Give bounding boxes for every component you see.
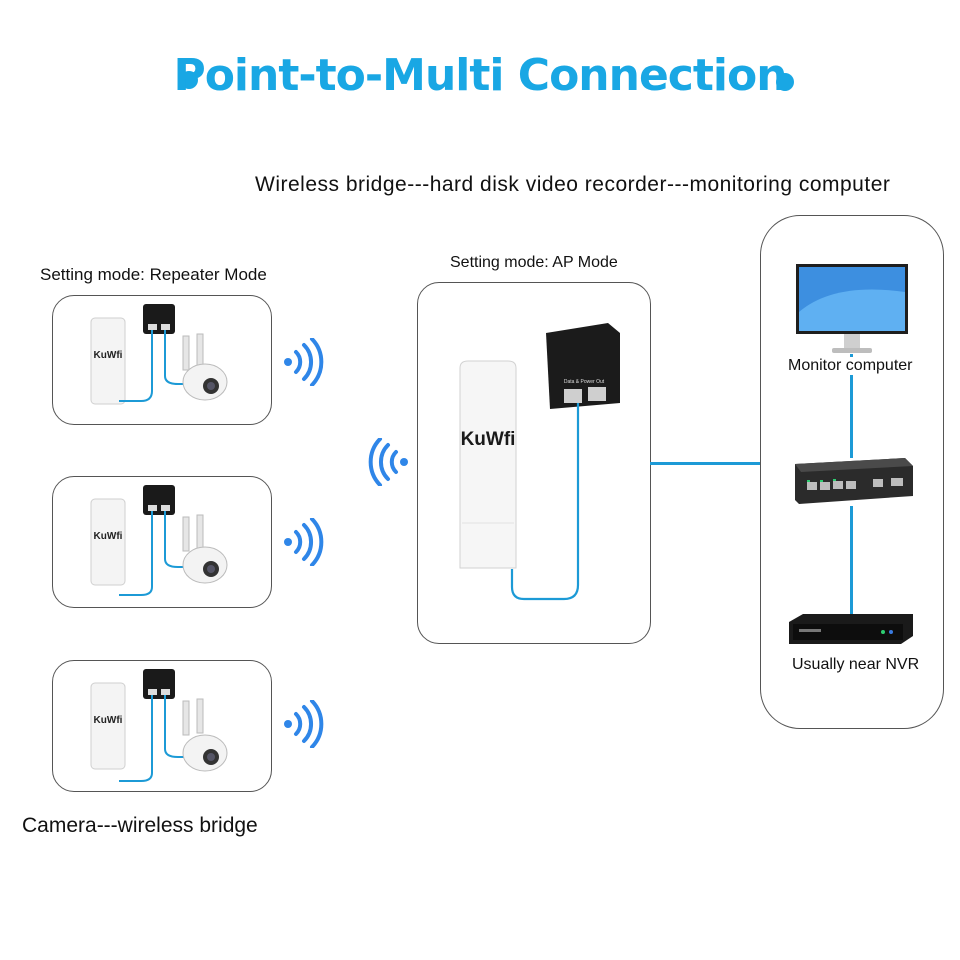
switch-icon [795, 458, 913, 504]
ap-switch-cable [650, 462, 796, 465]
switch-nvr-cable [850, 506, 853, 614]
poe-injector-icon [143, 669, 175, 699]
camera-icon [182, 514, 228, 584]
repeater-illustration-3: KuWfi [90, 669, 228, 782]
monitor-computer-label: Monitor computer [788, 357, 913, 375]
brand-label: KuWfi [94, 350, 123, 361]
brand-label: KuWfi [461, 429, 516, 450]
wifi-signal-icon [284, 700, 324, 748]
page-title: Point-to-Multi Connection [173, 50, 787, 101]
bridge-icon: KuWfi [459, 360, 517, 569]
wifi-signal-icon-ap [368, 438, 408, 486]
nvr-label: Usually near NVR [792, 656, 920, 674]
repeater-panel-1: KuWfi [52, 295, 272, 425]
repeater-illustration-2: KuWfi [90, 485, 228, 596]
camera-bridge-caption: Camera---wireless bridge [22, 814, 258, 837]
camera-icon [182, 698, 228, 772]
bridge-icon: KuWfi [90, 498, 126, 586]
ap-mode-label: Setting mode: AP Mode [450, 254, 618, 271]
poe-port-label: Data & Power Out [564, 379, 605, 385]
bridge-icon: KuWfi [90, 317, 126, 405]
repeater-illustration-1: KuWfi [90, 304, 228, 405]
repeater-panel-3: KuWfi [52, 660, 272, 792]
ap-panel: KuWfi Data & Power Out [417, 282, 651, 644]
ap-illustration: KuWfi Data & Power Out [459, 323, 620, 601]
poe-injector-icon [143, 304, 175, 334]
brand-label: KuWfi [94, 715, 123, 726]
nvr-icon [789, 614, 913, 644]
bridge-icon: KuWfi [90, 682, 126, 770]
monitor-icon [796, 264, 908, 353]
camera-icon [182, 333, 228, 401]
poe-injector-icon [143, 485, 175, 515]
repeater-mode-label: Setting mode: Repeater Mode [40, 265, 267, 284]
title-dot-left [180, 71, 198, 89]
repeater-panel-2: KuWfi [52, 476, 272, 608]
wifi-signal-icon [284, 338, 324, 386]
brand-label: KuWfi [94, 531, 123, 542]
monitor-switch-cable [850, 354, 853, 458]
wifi-signal-icon [284, 518, 324, 566]
subtitle: Wireless bridge---hard disk video record… [255, 173, 891, 196]
title-dot-right [776, 73, 794, 91]
poe-injector-icon: Data & Power Out [546, 323, 620, 409]
